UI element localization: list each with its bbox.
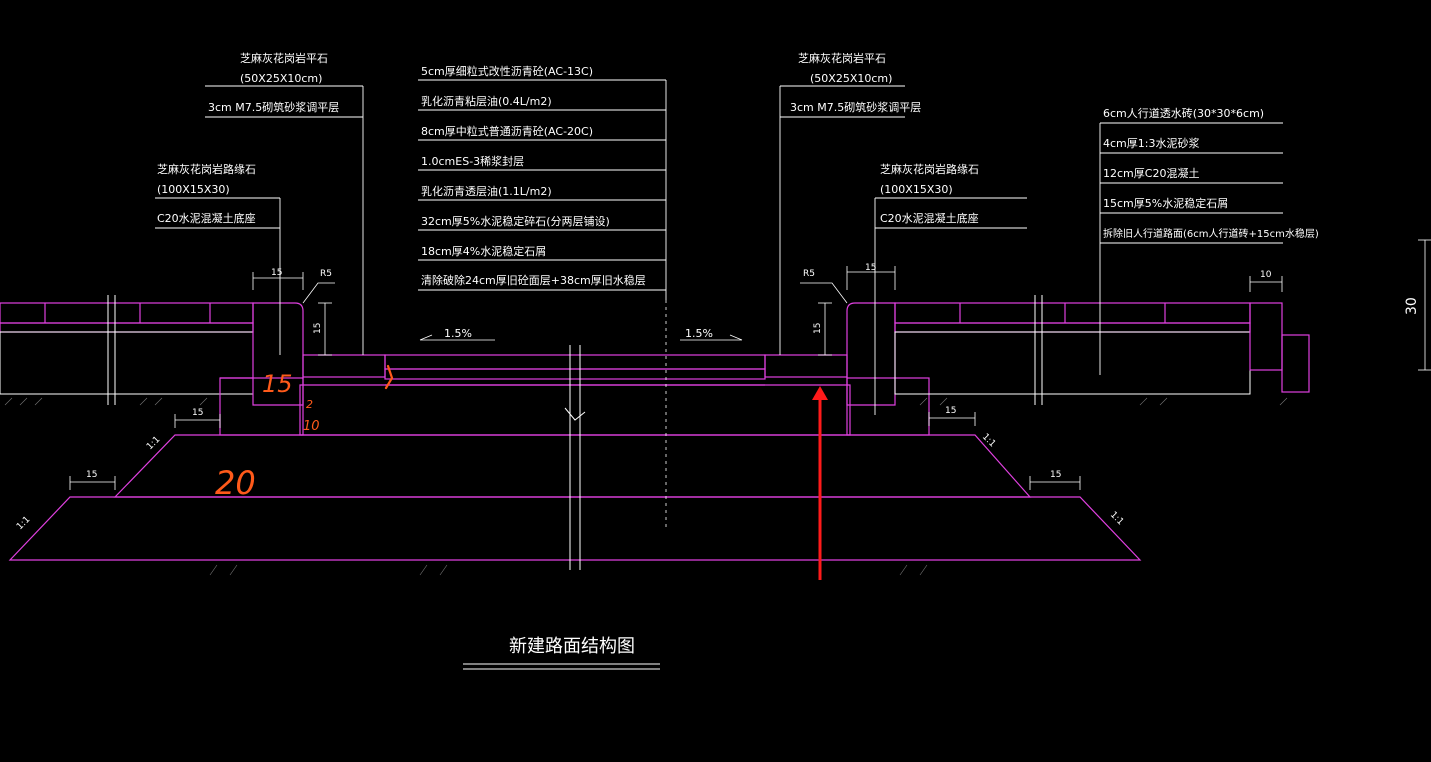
right-curb-base xyxy=(846,377,930,436)
right-mid-label-3: C20水泥混凝土底座 xyxy=(880,211,979,225)
asphalt-layer xyxy=(384,354,766,370)
far-right-label-3: 12cm厚C20混凝土 xyxy=(1103,166,1199,180)
ground-ticks xyxy=(4,397,1288,576)
right-flat-stone xyxy=(764,354,848,378)
right-top-label-2: (50X25X10cm) xyxy=(810,72,892,85)
center-label-5: 乳化沥青透层油(1.1L/m2) xyxy=(421,184,552,198)
handwritten-markup: 15 2 10 20 xyxy=(215,364,394,502)
right-concrete-layer xyxy=(894,331,1251,395)
left-paver-row xyxy=(0,302,254,324)
hand-note-small: 2 xyxy=(306,398,313,411)
left-mortar-layer xyxy=(0,322,254,333)
dim-left-slope-lower: 1:1 xyxy=(15,515,32,532)
dim-left-slope-upper: 1:1 xyxy=(145,435,162,452)
dim-left-base-offset: 15 xyxy=(192,408,203,418)
left-sidewalk xyxy=(0,295,304,436)
center-label-2: 乳化沥青粘层油(0.4L/m2) xyxy=(421,94,552,108)
center-label-8: 清除破除24cm厚旧砼面层+38cm厚旧水稳层 xyxy=(421,273,646,287)
left-curb xyxy=(252,302,304,406)
base-layer-top xyxy=(299,384,851,436)
far-right-label-4: 15cm厚5%水泥稳定石屑 xyxy=(1103,196,1228,210)
right-top-label-block: 芝麻灰花岗岩平石 (50X25X10cm) 3cm M7.5砌筑砂浆调平层 xyxy=(790,51,921,114)
center-label-block: 5cm厚细粒式改性沥青砼(AC-13C) 乳化沥青粘层油(0.4L/m2) 8c… xyxy=(421,64,646,287)
left-curb-base xyxy=(219,377,304,436)
base-layer-lower xyxy=(8,496,1142,561)
dim-right-curb-height: 15 xyxy=(813,323,823,334)
dim-right-radius: R5 xyxy=(803,269,815,279)
far-right-label-1: 6cm人行道透水砖(30*30*6cm) xyxy=(1103,106,1264,120)
leader-lines xyxy=(155,79,1283,415)
left-mid-label-3: C20水泥混凝土底座 xyxy=(157,211,256,225)
break-zigzag xyxy=(564,407,586,421)
far-right-label-block: 6cm人行道透水砖(30*30*6cm) 4cm厚1:3水泥砂浆 12cm厚C2… xyxy=(1103,106,1319,240)
right-mid-label-block: 芝麻灰花岗岩路缘石 (100X15X30) C20水泥混凝土底座 xyxy=(880,162,979,225)
dim-left-lower-offset: 15 xyxy=(86,470,97,480)
right-top-label-3: 3cm M7.5砌筑砂浆调平层 xyxy=(790,100,921,114)
right-mid-label-1: 芝麻灰花岗岩路缘石 xyxy=(880,162,979,176)
right-mid-label-2: (100X15X30) xyxy=(880,183,953,196)
base-layer-upper xyxy=(113,434,1032,498)
left-top-label-2: (50X25X10cm) xyxy=(240,72,322,85)
dim-right-slope-lower: 1:1 xyxy=(1108,510,1125,527)
dimension-graphics xyxy=(69,239,1431,490)
left-mid-label-1: 芝麻灰花岗岩路缘石 xyxy=(157,162,256,176)
center-label-6: 32cm厚5%水泥稳定碎石(分两层铺设) xyxy=(421,214,610,228)
drawing-title: 新建路面结构图 xyxy=(463,636,660,670)
far-right-label-5: 拆除旧人行道路面(6cm人行道砖+15cm水稳层) xyxy=(1103,227,1319,240)
right-top-label-1: 芝麻灰花岗岩平石 xyxy=(798,51,886,65)
left-concrete-layer xyxy=(0,331,254,395)
center-label-7: 18cm厚4%水泥稳定石屑 xyxy=(421,244,546,258)
dim-right-edge-width: 10 xyxy=(1260,270,1272,280)
dim-right-crossfall: 1.5% xyxy=(685,327,713,340)
base-layers xyxy=(8,384,1142,561)
dim-left-curb-height: 15 xyxy=(313,323,323,334)
center-label-3: 8cm厚中粒式普通沥青砼(AC-20C) xyxy=(421,124,593,138)
title-text: 新建路面结构图 xyxy=(509,636,635,657)
asphalt-middle-layer xyxy=(384,368,766,380)
dim-right-lower-offset: 15 xyxy=(1050,470,1061,480)
dim-left-radius: R5 xyxy=(320,269,332,279)
center-label-4: 1.0cmES-3稀浆封层 xyxy=(421,154,524,168)
right-edge-base xyxy=(1281,334,1310,393)
dim-left-curb-width: 15 xyxy=(271,268,282,278)
red-pointer-arrow xyxy=(812,386,828,580)
hand-note-base: 20 xyxy=(215,464,256,502)
left-mid-label-block: 芝麻灰花岗岩路缘石 (100X15X30) C20水泥混凝土底座 xyxy=(157,162,256,225)
left-flat-stone xyxy=(302,354,386,378)
dim-right-curb-width: 15 xyxy=(865,263,876,273)
left-top-label-1: 芝麻灰花岗岩平石 xyxy=(240,51,328,65)
dim-right-slope-upper: 1:1 xyxy=(980,432,997,449)
left-top-label-3: 3cm M7.5砌筑砂浆调平层 xyxy=(208,100,339,114)
carriageway xyxy=(302,300,848,570)
left-top-label-block: 芝麻灰花岗岩平石 (50X25X10cm) 3cm M7.5砌筑砂浆调平层 xyxy=(208,51,339,114)
dim-side-height: 30 xyxy=(1404,297,1420,315)
far-right-label-2: 4cm厚1:3水泥砂浆 xyxy=(1103,136,1199,150)
right-mortar-layer xyxy=(894,322,1251,333)
center-label-1: 5cm厚细粒式改性沥青砼(AC-13C) xyxy=(421,64,593,78)
right-curb xyxy=(846,302,896,406)
right-edge-stone xyxy=(1249,302,1283,371)
hand-note-curb: 15 xyxy=(262,370,293,398)
dim-left-crossfall: 1.5% xyxy=(444,327,472,340)
hand-note-bottom: 10 xyxy=(303,419,320,434)
hand-tick-mark xyxy=(384,364,394,390)
left-mid-label-2: (100X15X30) xyxy=(157,183,230,196)
right-paver-row xyxy=(894,302,1251,324)
right-sidewalk xyxy=(846,295,1310,436)
dim-right-base-offset: 15 xyxy=(945,406,956,416)
